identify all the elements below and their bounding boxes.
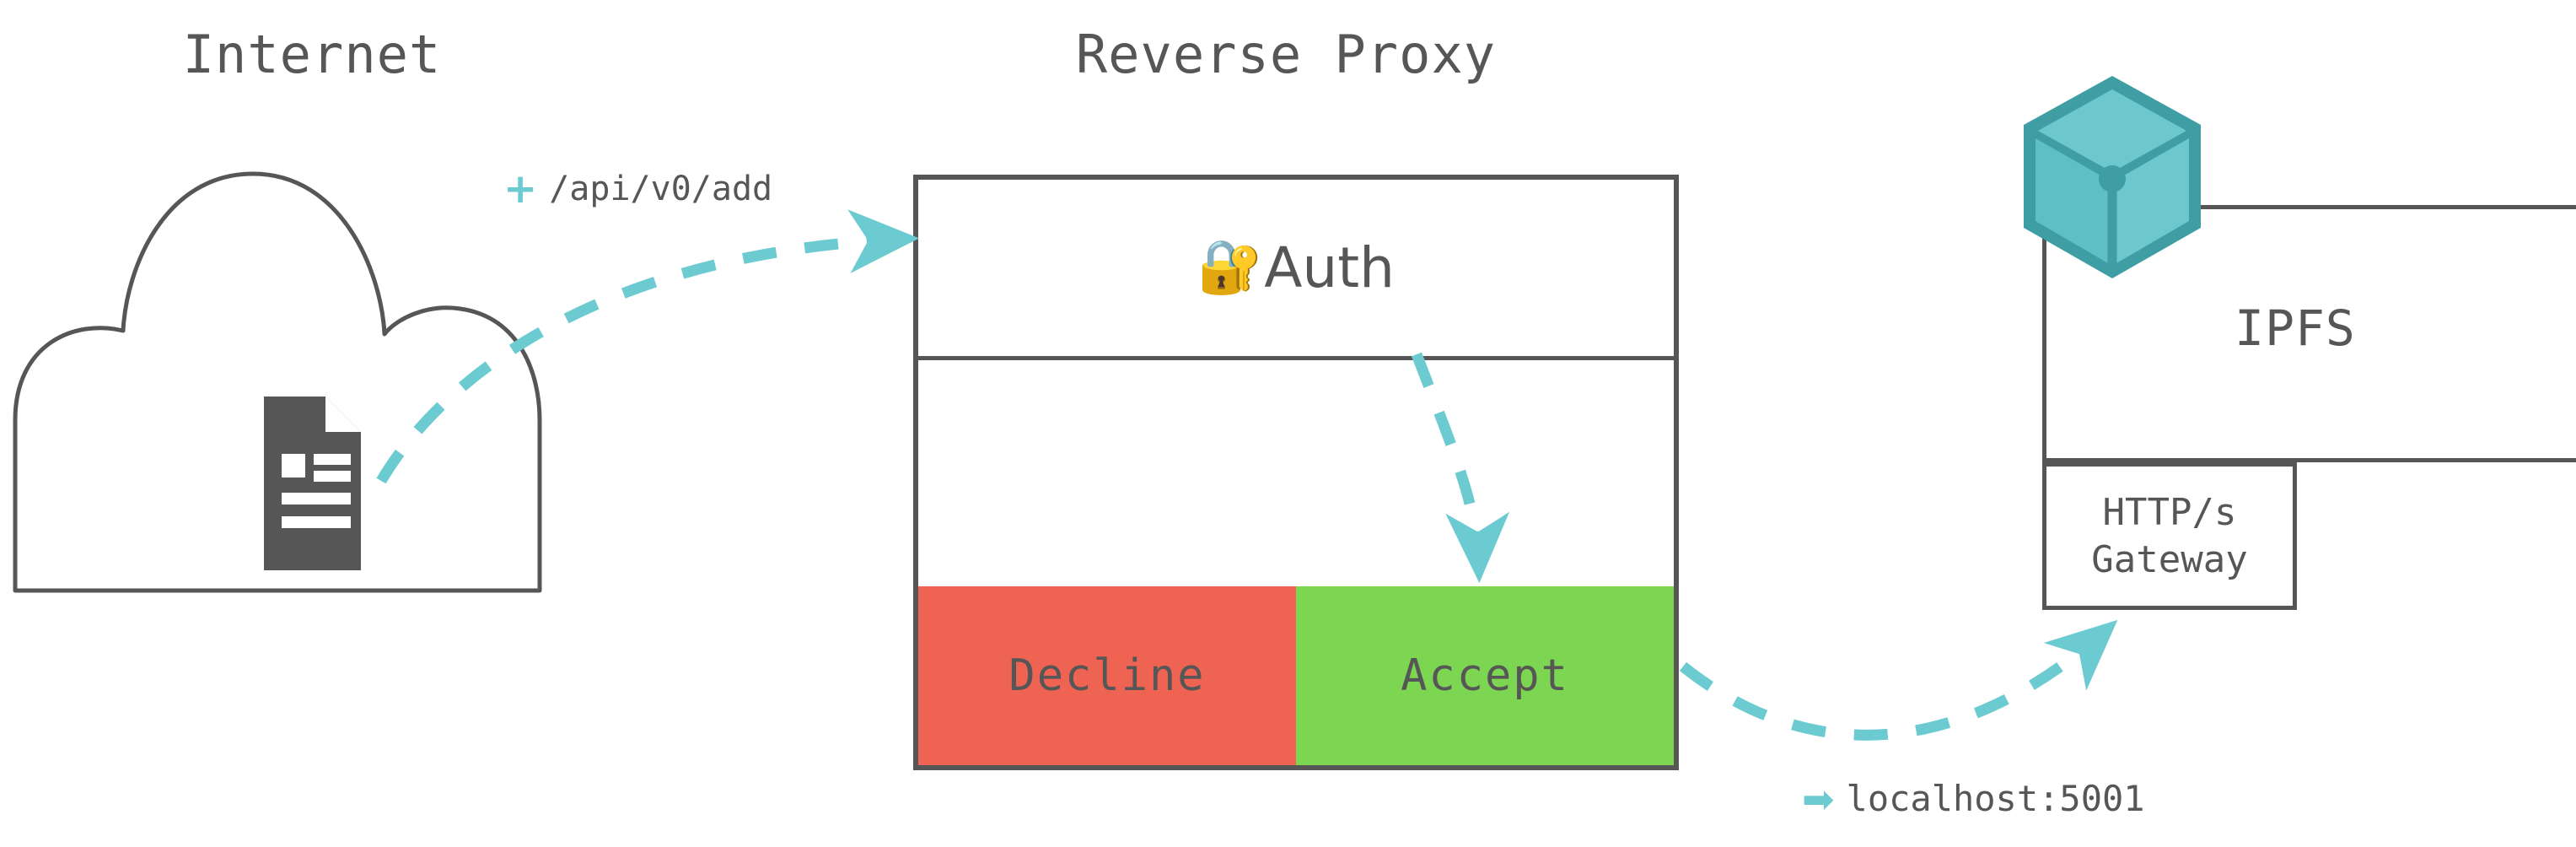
right-arrow-icon: ➡: [1802, 775, 1835, 822]
gateway-label-line1: HTTP/s: [2102, 490, 2237, 534]
accept-button[interactable]: Accept: [1296, 586, 1674, 765]
gateway-label-line2: Gateway: [2091, 537, 2248, 581]
proxy-actions-row: Decline Accept: [918, 586, 1674, 765]
auth-cell[interactable]: 🔐 Auth: [918, 180, 1674, 360]
edge-auth-to-accept: [1411, 352, 1510, 584]
api-endpoint-label: + /api/v0/add: [503, 169, 772, 209]
internet-section-title: Internet: [182, 24, 442, 85]
reverse-proxy-box: 🔐 Auth Decline Accept: [913, 175, 1679, 770]
api-endpoint-text: /api/v0/add: [549, 170, 773, 208]
ipfs-label: IPFS: [2235, 299, 2356, 357]
cloud-outline-icon: [13, 171, 542, 593]
decline-button[interactable]: Decline: [918, 586, 1296, 765]
edge-internet-to-proxy: [376, 209, 920, 484]
localhost-endpoint-text: localhost:5001: [1846, 778, 2145, 819]
proxy-empty-cell: [918, 360, 1674, 586]
plus-icon: +: [503, 165, 538, 213]
reverse-proxy-section-title: Reverse Proxy: [1075, 24, 1497, 85]
accept-label: Accept: [1401, 650, 1569, 701]
http-gateway-box[interactable]: HTTP/s Gateway: [2042, 462, 2297, 610]
auth-cell-label: Auth: [1264, 235, 1395, 300]
locked-with-key-icon: 🔐: [1197, 235, 1263, 297]
edge-accept-to-gateway: [1679, 619, 2118, 741]
document-file-icon: [264, 397, 361, 570]
localhost-endpoint-label: ➡ localhost:5001: [1802, 778, 2145, 819]
decline-label: Decline: [1008, 650, 1206, 701]
